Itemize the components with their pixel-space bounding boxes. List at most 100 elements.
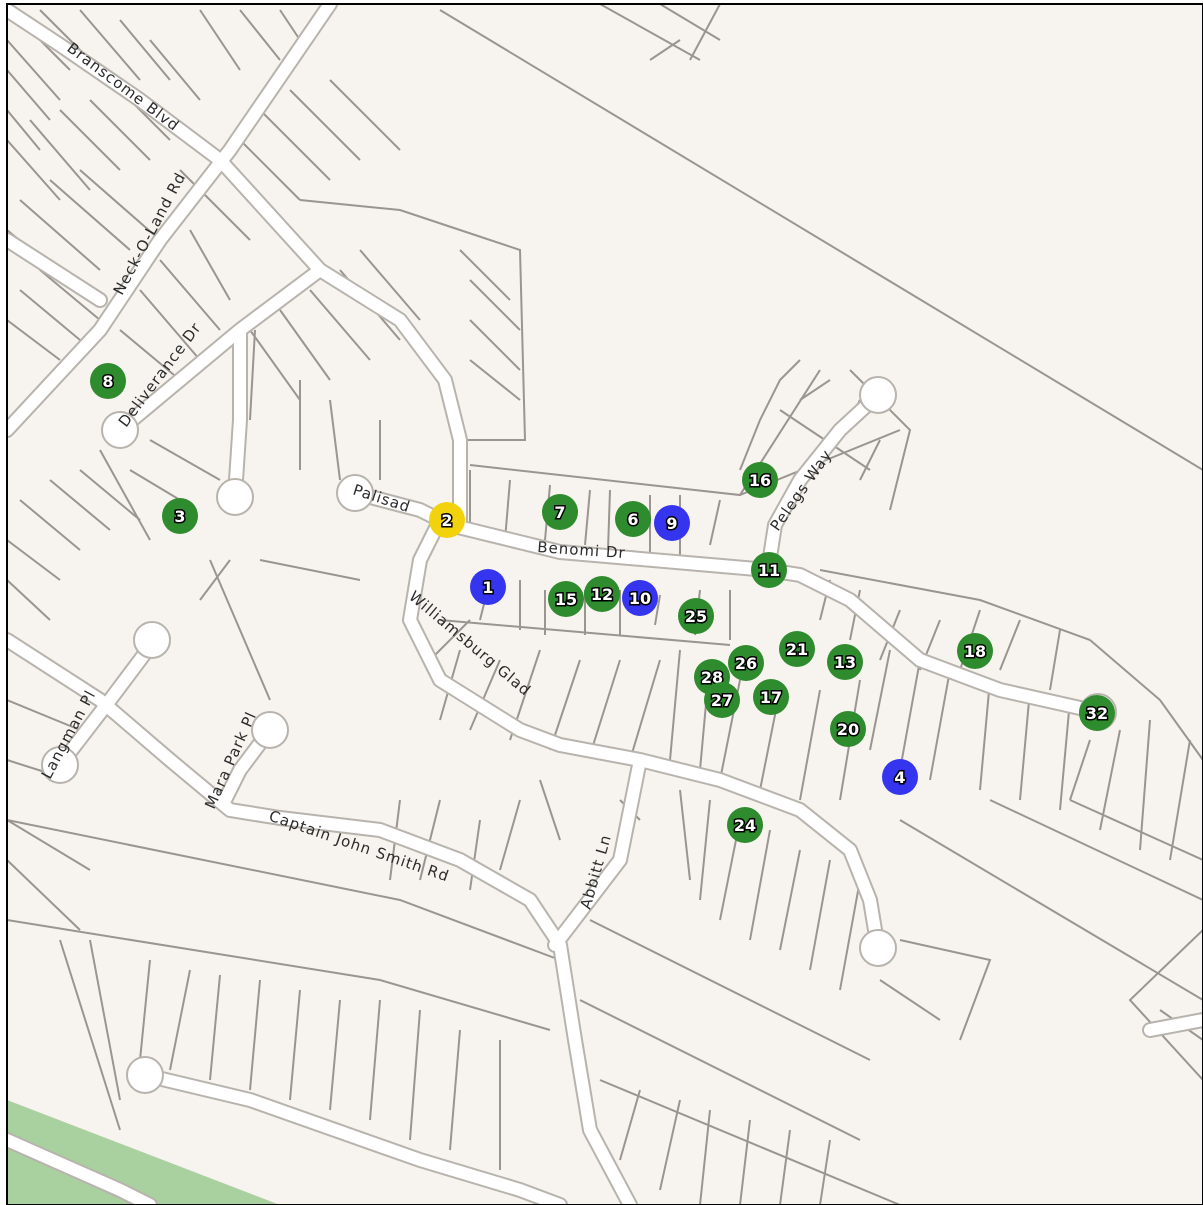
parcel-line [7, 469, 141, 621]
map-marker-3[interactable]: 3 [162, 498, 198, 534]
road-right-spur [1144, 1014, 1203, 1036]
marker-label: 1 [482, 578, 493, 597]
roads [7, 4, 1203, 1205]
marker-dot [742, 462, 778, 498]
parcel-line [7, 9, 201, 151]
cul-de-sac [101, 411, 139, 449]
parcel-line [819, 569, 1203, 761]
marker-label: 3 [174, 507, 185, 526]
parcel-line [669, 649, 861, 801]
map-marker-16[interactable]: 16 [742, 462, 778, 498]
map-marker-12[interactable]: 12 [584, 576, 620, 612]
map-marker-15[interactable]: 15 [548, 581, 584, 617]
marker-dot [584, 576, 620, 612]
map-marker-17[interactable]: 17 [753, 679, 789, 715]
marker-dot [542, 494, 578, 530]
map-marker-7[interactable]: 7 [542, 494, 578, 530]
parcel-line [199, 9, 301, 71]
map-marker-26[interactable]: 26 [728, 645, 764, 681]
marker-label: 24 [734, 816, 756, 835]
parcel-line [879, 939, 992, 1041]
map-marker-2[interactable]: 2 [429, 502, 465, 538]
parcel-line [119, 229, 231, 381]
parcel-line [7, 89, 171, 201]
parcel-line [199, 559, 361, 701]
road-mara-park [7, 634, 636, 1205]
parcel-line [99, 439, 221, 541]
parcel-line [439, 4, 1203, 471]
cul-de-sac [126, 1056, 164, 1094]
map-marker-1[interactable]: 1 [470, 569, 506, 605]
parcel-line [7, 819, 561, 1131]
road-pelegs [762, 389, 884, 576]
marker-label: 2 [441, 511, 452, 530]
marker-label: 16 [749, 471, 771, 490]
marker-label: 8 [102, 372, 113, 391]
road-neck-o-land [7, 4, 336, 436]
marker-label: 9 [666, 514, 677, 533]
marker-dot [90, 363, 126, 399]
parcel-line [389, 779, 561, 891]
marker-label: 10 [629, 589, 651, 608]
marker-dot [654, 505, 690, 541]
parcel-line [739, 359, 881, 481]
parcel-line [429, 619, 731, 661]
map-marker-13[interactable]: 13 [827, 644, 863, 680]
marker-label: 12 [591, 585, 613, 604]
parcel-line [249, 329, 381, 481]
marker-dot [548, 581, 584, 617]
marker-dot [678, 598, 714, 634]
map-marker-32[interactable]: 32 [1079, 695, 1115, 731]
parcel-line [249, 249, 421, 401]
marker-dot [727, 807, 763, 843]
map-marker-9[interactable]: 9 [654, 505, 690, 541]
map-marker-18[interactable]: 18 [957, 633, 993, 669]
map-marker-27[interactable]: 27 [704, 682, 740, 718]
map-marker-20[interactable]: 20 [830, 711, 866, 747]
parcel-line [139, 959, 501, 1170]
marker-dot [957, 633, 993, 669]
marker-dot [753, 679, 789, 715]
cul-de-sac [336, 474, 374, 512]
marker-label: 13 [834, 653, 856, 672]
cul-de-sac [41, 746, 79, 784]
map-marker-25[interactable]: 25 [678, 598, 714, 634]
marker-label: 25 [685, 607, 707, 626]
marker-label: 18 [964, 642, 986, 661]
marker-dot [779, 631, 815, 667]
parcel-line [7, 269, 101, 361]
road-langman [54, 634, 161, 771]
marker-label: 11 [758, 561, 780, 580]
road-williamsburg [404, 514, 884, 954]
cul-de-sac [251, 711, 289, 749]
road-deliverance [114, 264, 326, 501]
parcel-line [459, 249, 521, 401]
cul-de-sac [859, 376, 897, 414]
road-upper-left [7, 234, 106, 306]
parcel-line [869, 649, 1071, 811]
cul-de-sac [133, 621, 171, 659]
parcel-line [7, 699, 91, 931]
parcel-line [619, 1089, 831, 1205]
marker-label: 6 [627, 510, 638, 529]
map-marker-21[interactable]: 21 [779, 631, 815, 667]
marker-dot [704, 682, 740, 718]
map-marker-4[interactable]: 4 [882, 759, 918, 795]
map-marker-11[interactable]: 11 [751, 552, 787, 588]
map-marker-8[interactable]: 8 [90, 363, 126, 399]
marker-label: 15 [555, 590, 577, 609]
marker-dot [429, 502, 465, 538]
map-marker-6[interactable]: 6 [615, 501, 651, 537]
parcel-line [899, 799, 1203, 1001]
marker-dot [470, 569, 506, 605]
marker-dot [728, 645, 764, 681]
marker-dot [882, 759, 918, 795]
marker-label: 4 [894, 768, 905, 787]
map-marker-24[interactable]: 24 [727, 807, 763, 843]
map-marker-10[interactable]: 10 [622, 580, 658, 616]
parcel-line [579, 919, 901, 1205]
marker-label: 17 [760, 688, 782, 707]
road-bottom-cul [139, 1069, 566, 1205]
